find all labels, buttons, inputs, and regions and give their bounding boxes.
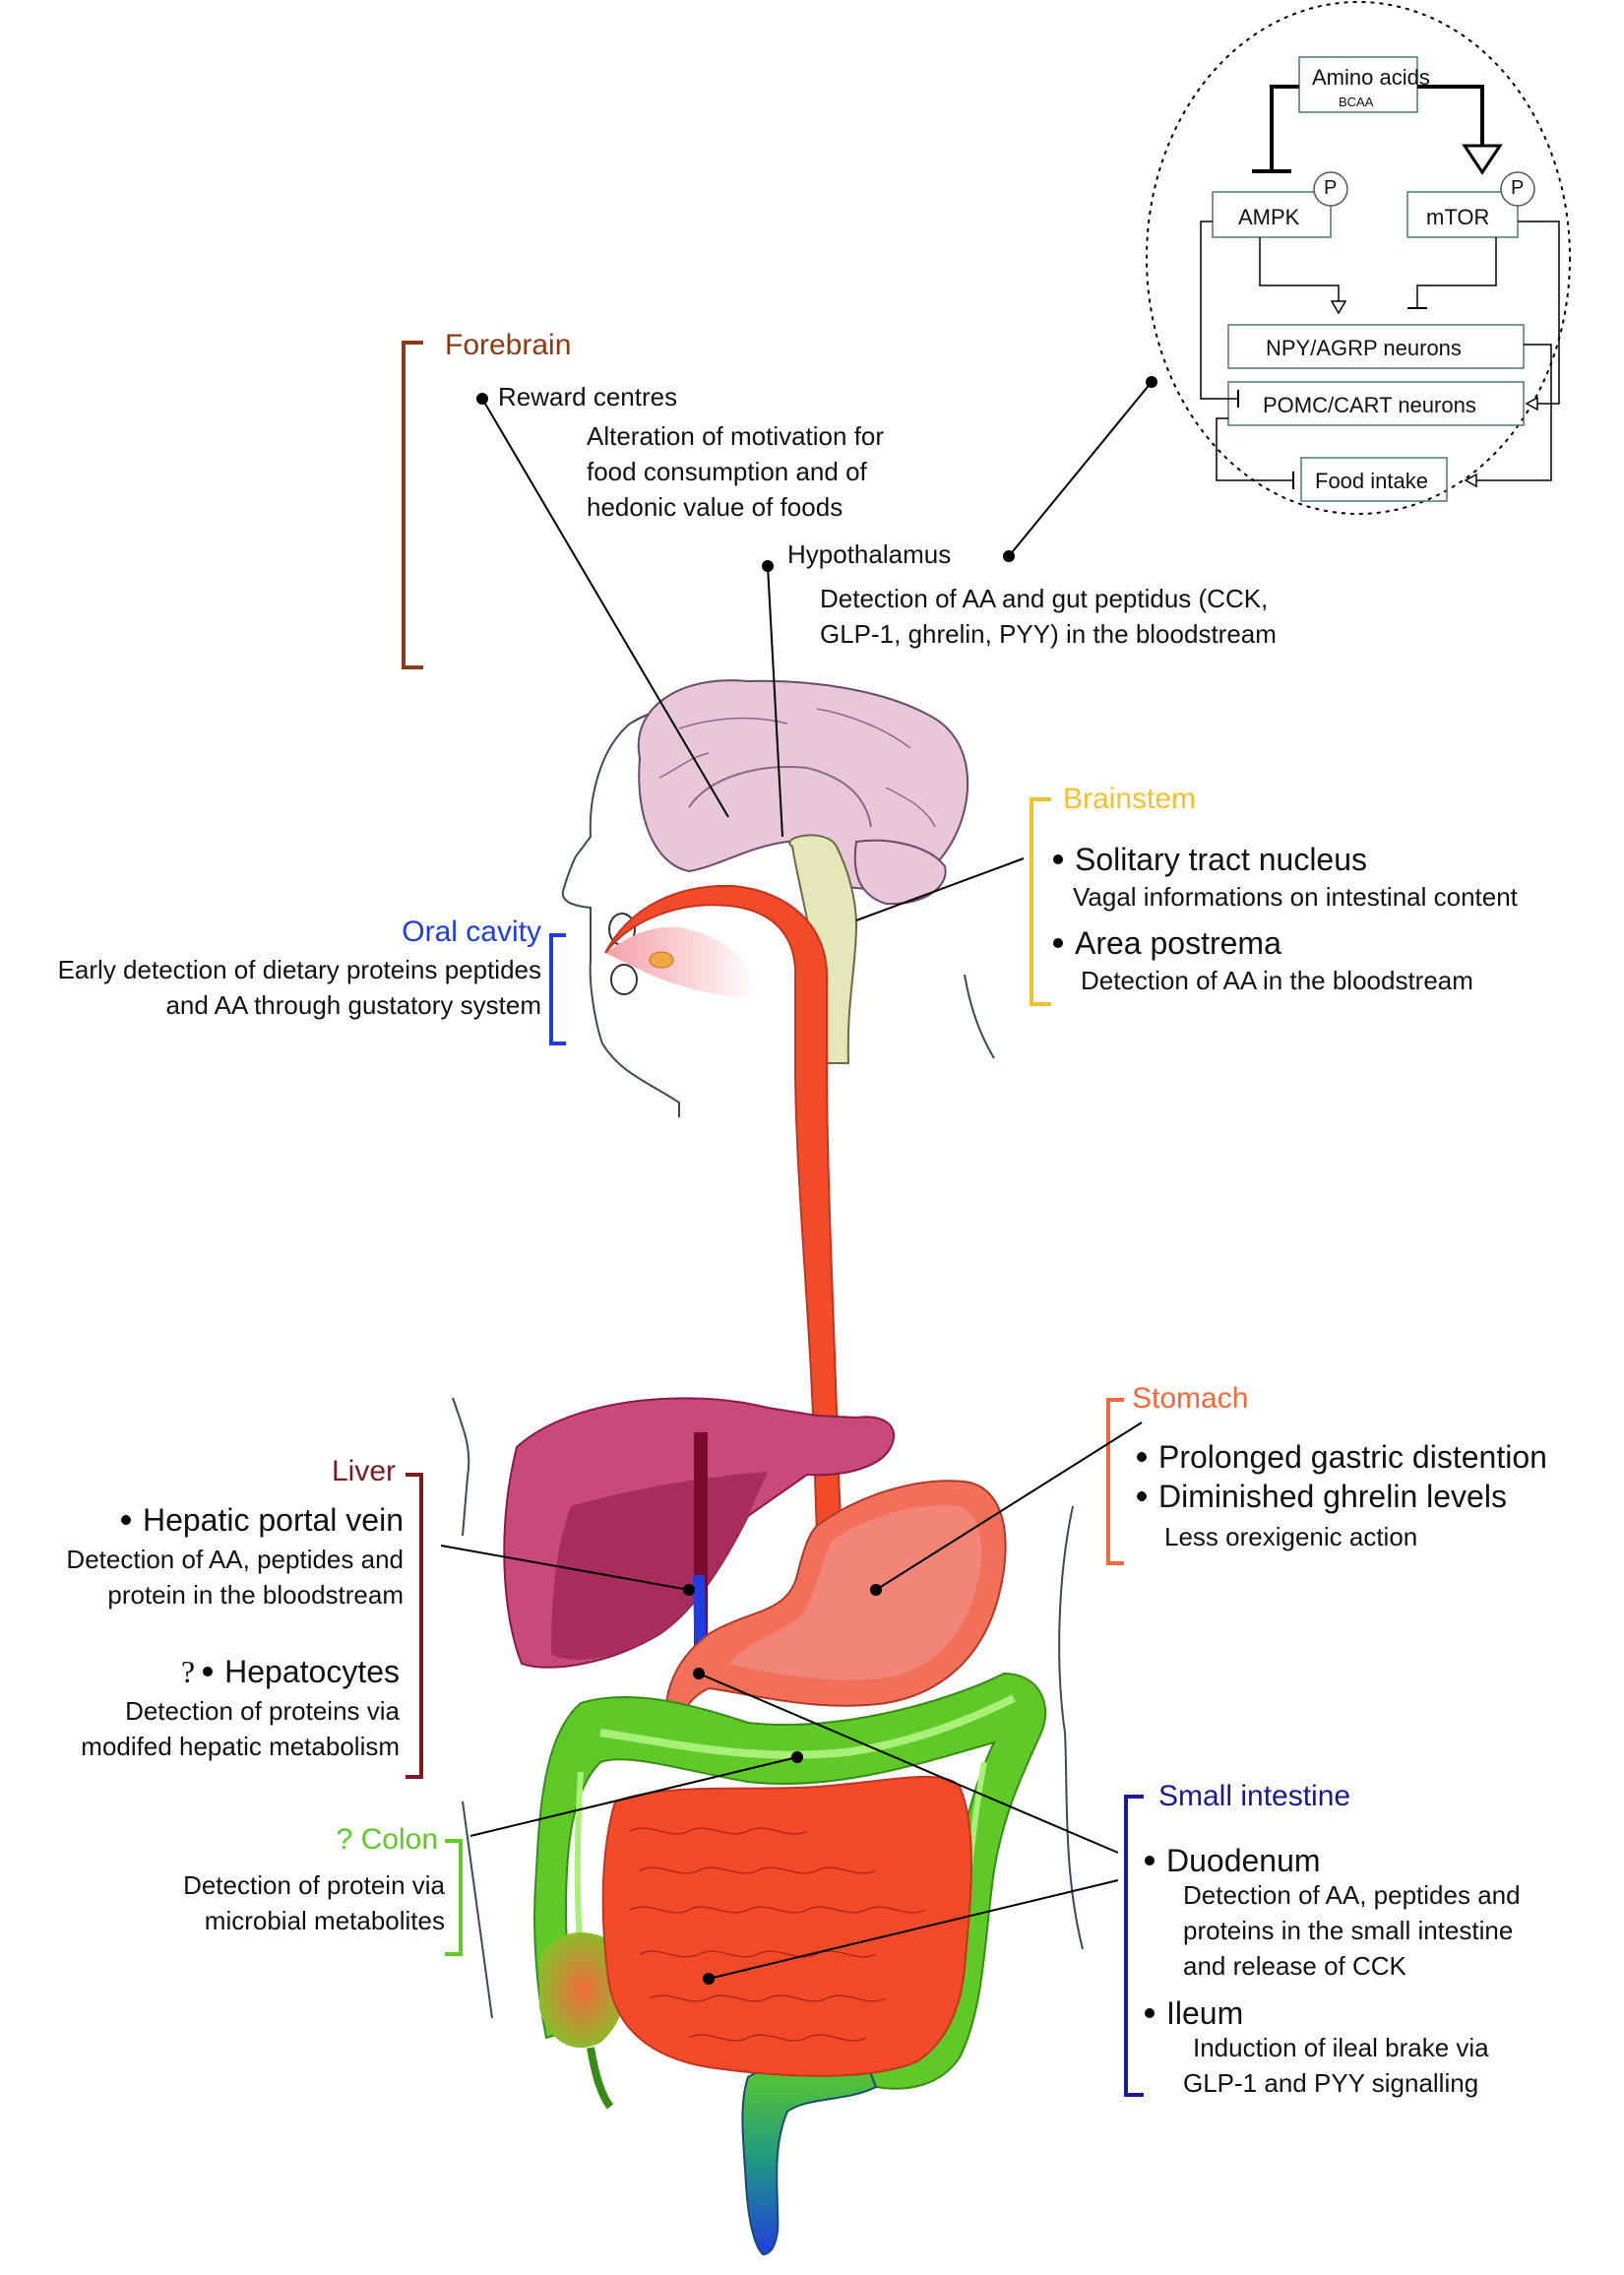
pointer-dots: [476, 376, 1157, 1985]
forebrain-title: Forebrain: [445, 329, 572, 361]
area-postrema-desc: Detection of AA in the bloodstream: [1081, 966, 1473, 995]
brainstem-title: Brainstem: [1063, 783, 1197, 815]
inset-amino-acids: Amino acids: [1312, 65, 1430, 90]
bullet: [1137, 1490, 1147, 1501]
bullet: [1145, 2007, 1155, 2018]
hypothalamus-label: Hypothalamus: [787, 539, 952, 569]
area-postrema-label: Area postrema: [1053, 925, 1281, 962]
ghrelin-label: Diminished ghrelin levels: [1137, 1479, 1507, 1515]
colon-desc-1: Detection of protein via: [183, 1870, 445, 1900]
gastric-distention-label: Prolonged gastric distention: [1137, 1439, 1547, 1476]
pointer-lines: [440, 381, 1153, 1980]
duodenum-desc-1: Detection of AA, peptides and: [1183, 1880, 1521, 1910]
duodenum-desc-3: and release of CCK: [1183, 1951, 1406, 1981]
duodenum-desc-2: proteins in the small intestine: [1183, 1916, 1514, 1945]
inset-p-mtor: P: [1511, 177, 1525, 199]
portal-desc-1: Detection of AA, peptides and: [66, 1545, 404, 1574]
bullet: [1053, 853, 1063, 864]
oral-cavity-title: Oral cavity: [402, 916, 541, 948]
inset-p-ampk: P: [1324, 177, 1338, 199]
solitary-tract-label: Solitary tract nucleus: [1053, 842, 1367, 878]
small-intestine-title: Small intestine: [1158, 1780, 1351, 1812]
ileum-desc-1: Induction of ileal brake via: [1193, 2033, 1489, 2062]
reward-desc-2: food consumption and of: [587, 457, 867, 486]
hepatocytes-desc-2: modifed hepatic metabolism: [81, 1732, 400, 1761]
section-brackets: [402, 341, 1144, 2097]
liver: [503, 1397, 896, 1675]
liver-title: Liver: [331, 1455, 396, 1487]
inset-ampk: AMPK: [1238, 205, 1300, 229]
signaling-inset: [1146, 1, 1571, 515]
bullet: [1145, 1855, 1155, 1865]
reward-desc-1: Alteration of motivation for: [587, 421, 885, 451]
inset-mtor: mTOR: [1426, 205, 1490, 229]
oral-desc-2: and AA through gustatory system: [165, 990, 541, 1020]
stomach-desc: Less orexigenic action: [1164, 1522, 1418, 1551]
body-outline: [452, 1397, 1084, 2019]
solitary-tract-desc: Vagal informations on intestinal content: [1073, 882, 1518, 912]
inset-pomc: POMC/CART neurons: [1263, 393, 1476, 417]
bullet: [1053, 937, 1063, 948]
colon-desc-2: microbial metabolites: [204, 1906, 445, 1935]
inset-bcaa: BCAA: [1339, 95, 1374, 109]
stomach-title: Stomach: [1132, 1382, 1249, 1415]
stomach: [664, 1480, 1007, 1744]
inset-npy: NPY/AGRP neurons: [1266, 336, 1462, 360]
colon-title: ? Colon: [336, 1823, 438, 1856]
oral-desc-1: Early detection of dietary proteins pept…: [57, 955, 541, 984]
hypothalamus-desc-2: GLP-1, ghrelin, PYY) in the bloodstream: [820, 619, 1277, 649]
hepatocytes-desc-1: Detection of proteins via: [125, 1696, 400, 1726]
hypothalamus-desc-1: Detection of AA and gut peptidus (CCK,: [820, 584, 1269, 613]
ileum-label: Ileum: [1145, 1995, 1243, 2032]
hepatic-portal-vein-label: Hepatic portal vein: [0, 1502, 404, 1539]
bullet: [120, 1514, 131, 1525]
inset-food-intake: Food intake: [1315, 469, 1428, 493]
bullet: [203, 1666, 214, 1676]
hepatocytes-label: ?Hepatocytes: [180, 1654, 400, 1689]
reward-desc-3: hedonic value of foods: [587, 492, 843, 522]
ileum-desc-2: GLP-1 and PYY signalling: [1183, 2068, 1479, 2098]
bullet: [1137, 1451, 1147, 1462]
reward-centres-label: Reward centres: [498, 382, 678, 411]
portal-desc-2: protein in the bloodstream: [107, 1580, 404, 1610]
small-intestine: [601, 1775, 972, 2077]
duodenum-label: Duodenum: [1145, 1843, 1321, 1879]
